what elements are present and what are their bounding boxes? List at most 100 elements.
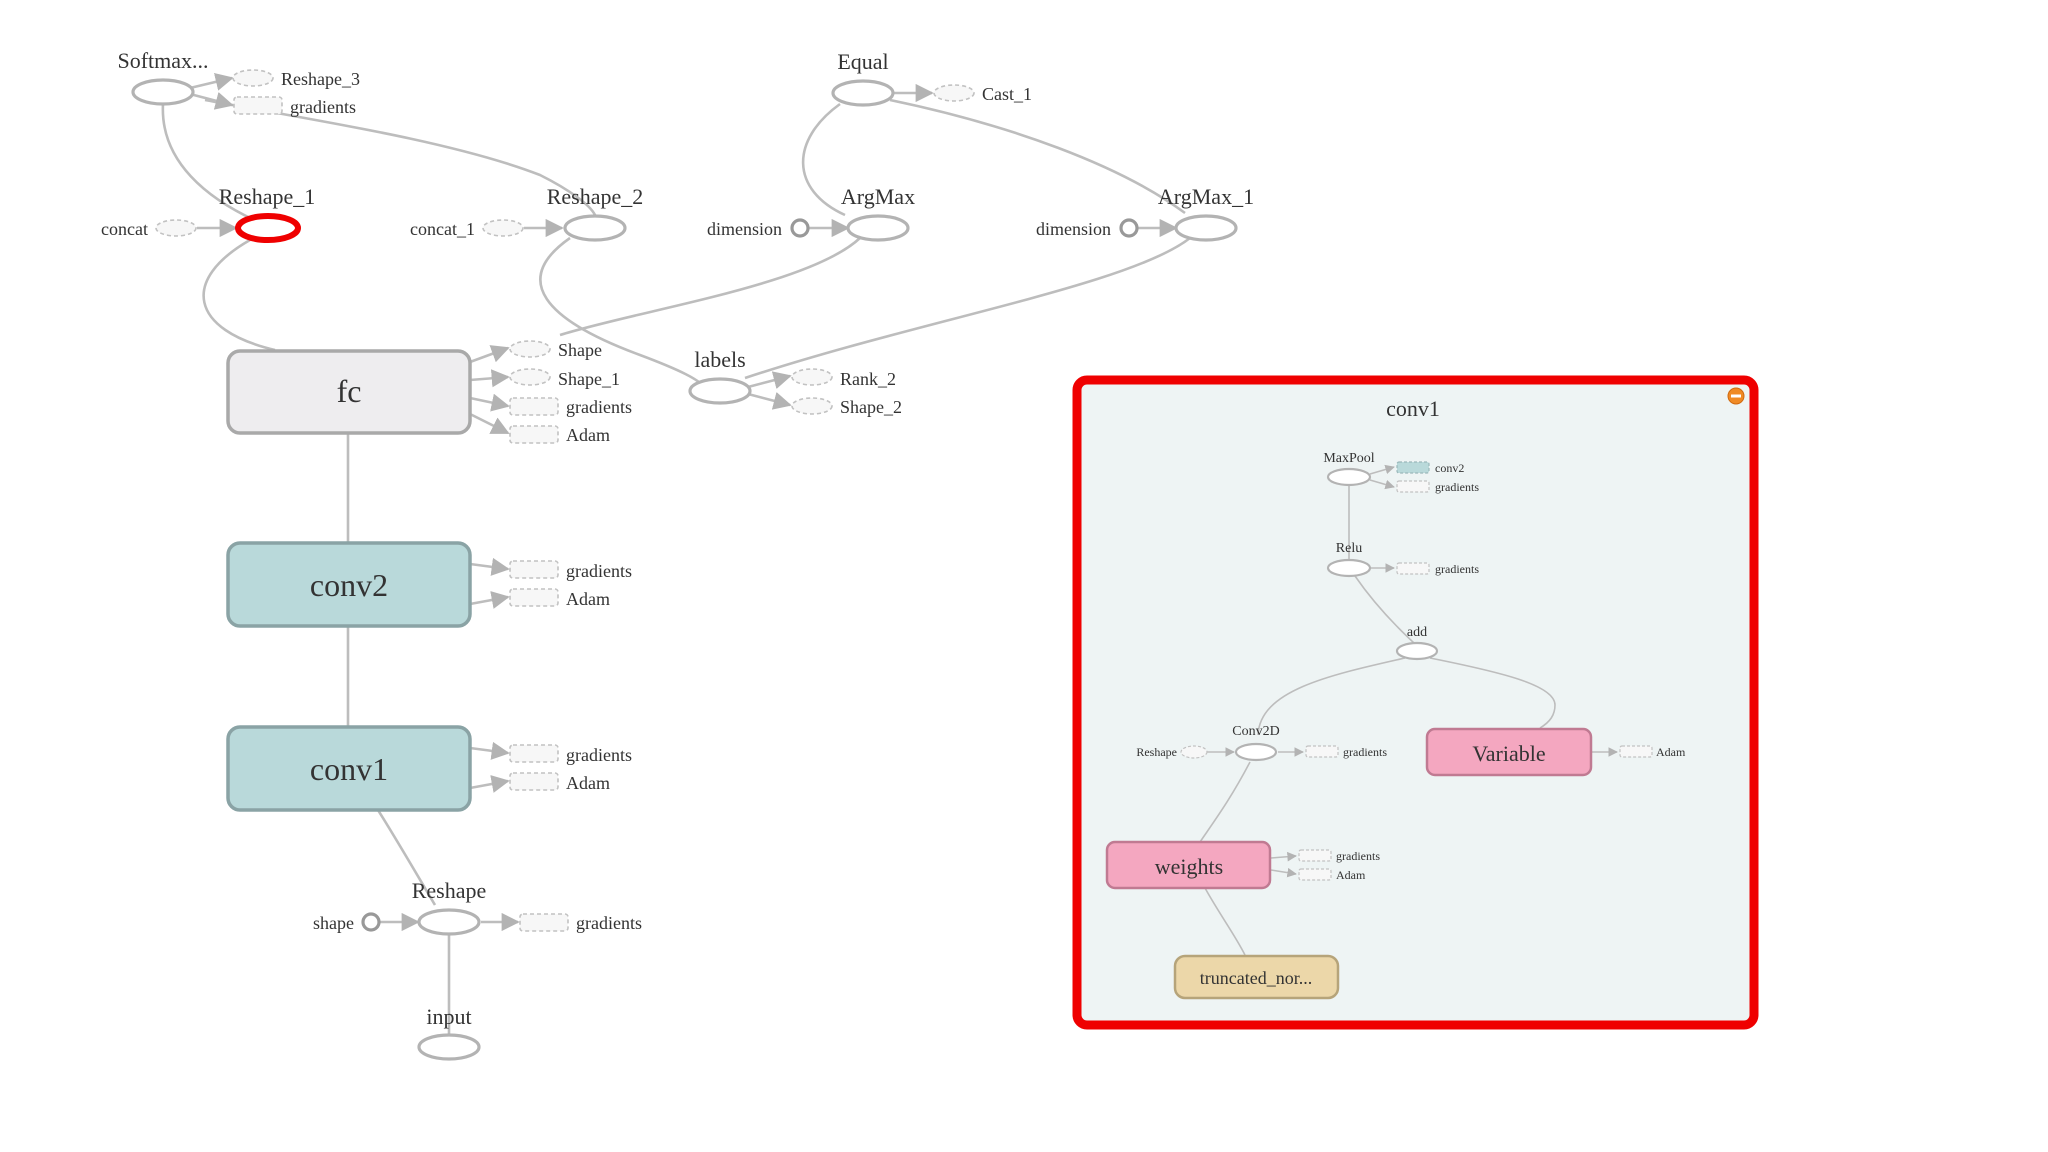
edge-weights-truncated: [1204, 887, 1246, 956]
node-equal-label: Equal: [837, 49, 888, 74]
aux-fc-gradients[interactable]: gradients: [509, 397, 632, 417]
node-equal[interactable]: Equal: [831, 49, 895, 107]
aux-gradients-top[interactable]: gradients: [233, 96, 356, 117]
node-argmax[interactable]: ArgMax: [841, 184, 915, 242]
panel-aux-relu-gradients-label: gradients: [1435, 562, 1479, 576]
aux-cast1-label: Cast_1: [982, 84, 1032, 104]
aux-conv1-adam[interactable]: Adam: [509, 772, 610, 793]
edge-fc-shape: [469, 345, 510, 364]
aux-reshape-gradients[interactable]: gradients: [519, 913, 642, 933]
node-labels-label: labels: [694, 347, 745, 372]
edge-conv1-adam: [469, 775, 510, 793]
edge-maxpool-gradients: [1369, 479, 1395, 490]
aux-fc-shape-label: Shape: [558, 340, 602, 360]
panel-node-add[interactable]: add: [1395, 625, 1439, 661]
aux-reshape3-label: Reshape_3: [281, 69, 360, 89]
node-reshape-label: Reshape: [412, 878, 487, 903]
group-conv2[interactable]: conv2: [226, 541, 472, 628]
panel-aux-variable-adam[interactable]: Adam: [1619, 745, 1686, 759]
aux-fc-shape1-label: Shape_1: [558, 369, 620, 389]
group-conv1-label: conv1: [310, 751, 388, 787]
aux-concat1[interactable]: concat_1: [410, 219, 524, 239]
panel-aux-weights-adam[interactable]: Adam: [1298, 868, 1366, 882]
edge-equal-argmax1: [889, 98, 1186, 215]
expanded-conv1-panel[interactable]: conv1 MaxPool c: [1072, 375, 1759, 1030]
panel-aux-weights-gradients-label: gradients: [1336, 849, 1380, 863]
group-conv1[interactable]: conv1: [226, 725, 472, 812]
edge-conv1-reshape: [376, 809, 437, 906]
edge-weights-gradients: [1270, 851, 1297, 862]
group-fc[interactable]: fc: [226, 349, 472, 435]
const-dimension-a-label: dimension: [707, 219, 782, 239]
edge-reshape1-fc: [202, 238, 276, 352]
aux-cast1[interactable]: Cast_1: [933, 84, 1032, 104]
aux-rank2[interactable]: Rank_2: [791, 368, 896, 389]
aux-conv1-gradients[interactable]: gradients: [509, 744, 632, 765]
edge-conv2-adam: [469, 591, 510, 609]
aux-reshape3[interactable]: Reshape_3: [232, 69, 360, 89]
aux-rank2-label: Rank_2: [840, 369, 896, 389]
node-argmax1[interactable]: ArgMax_1: [1158, 184, 1254, 242]
minus-circle-icon[interactable]: [1727, 387, 1745, 405]
panel-aux-weights-adam-label: Adam: [1336, 868, 1366, 882]
edge-add-conv2d: [1257, 657, 1406, 736]
const-dimension-a[interactable]: dimension: [707, 218, 810, 239]
const-shape[interactable]: shape: [313, 912, 381, 933]
aux-conv2-adam-label: Adam: [566, 589, 610, 609]
aux-concat1-label: concat_1: [410, 219, 475, 239]
aux-reshape-gradients-label: gradients: [576, 913, 642, 933]
panel-aux-variable-adam-label: Adam: [1656, 745, 1686, 759]
node-argmax1-label: ArgMax_1: [1158, 184, 1254, 209]
aux-fc-shape1[interactable]: Shape_1: [509, 368, 620, 389]
panel-aux-reshape[interactable]: Reshape: [1136, 745, 1208, 759]
panel-aux-relu-gradients[interactable]: gradients: [1396, 562, 1479, 576]
node-reshape1[interactable]: Reshape_1: [219, 184, 316, 243]
panel-group-weights[interactable]: weights: [1105, 840, 1272, 890]
panel-aux-conv2-label: conv2: [1435, 461, 1464, 475]
panel-node-relu[interactable]: Relu: [1326, 541, 1372, 578]
panel-aux-maxpool-gradients[interactable]: gradients: [1396, 480, 1479, 494]
panel-aux-reshape-label: Reshape: [1136, 745, 1177, 759]
panel-node-maxpool[interactable]: MaxPool: [1323, 451, 1375, 487]
edge-argmax-fc: [559, 237, 861, 337]
panel-aux-conv2[interactable]: conv2: [1396, 461, 1464, 475]
panel-group-weights-label: weights: [1155, 854, 1223, 879]
edge-softmax-reshape3: [189, 72, 234, 91]
panel-aux-conv2d-gradients[interactable]: gradients: [1305, 745, 1387, 759]
edge-relu-add: [1354, 575, 1415, 644]
edge-fc-gradients: [469, 393, 510, 412]
edge-weights-adam: [1270, 867, 1297, 878]
aux-shape2[interactable]: Shape_2: [791, 397, 902, 417]
aux-fc-gradients-label: gradients: [566, 397, 632, 417]
aux-fc-adam[interactable]: Adam: [509, 425, 610, 445]
aux-conv2-gradients[interactable]: gradients: [509, 560, 632, 581]
edge-fc-adam: [469, 412, 510, 435]
edge-argmax1-labels: [744, 236, 1191, 380]
panel-group-variable-label: Variable: [1472, 741, 1545, 766]
panel-group-variable[interactable]: Variable: [1425, 727, 1593, 777]
aux-shape2-label: Shape_2: [840, 397, 902, 417]
aux-concat[interactable]: concat: [101, 219, 197, 239]
aux-conv2-adam[interactable]: Adam: [509, 588, 610, 609]
panel-node-conv2d[interactable]: Conv2D: [1232, 724, 1280, 762]
panel-group-truncated[interactable]: truncated_nor...: [1173, 954, 1340, 1000]
edge-softmax-gradients: [189, 92, 234, 110]
node-input[interactable]: input: [417, 1004, 481, 1061]
panel-node-conv2d-label: Conv2D: [1232, 724, 1279, 739]
node-reshape[interactable]: Reshape: [412, 878, 487, 936]
group-fc-label: fc: [337, 373, 362, 409]
panel-group-truncated-label: truncated_nor...: [1200, 968, 1312, 988]
panel-aux-weights-gradients[interactable]: gradients: [1298, 849, 1380, 863]
aux-fc-shape[interactable]: Shape: [509, 340, 602, 360]
aux-conv1-adam-label: Adam: [566, 773, 610, 793]
node-argmax-label: ArgMax: [841, 184, 915, 209]
aux-gradients-top-label: gradients: [290, 97, 356, 117]
edge-conv2d-weights: [1199, 761, 1251, 843]
node-softmax[interactable]: Softmax...: [117, 48, 209, 106]
panel-node-maxpool-label: MaxPool: [1323, 451, 1374, 466]
node-labels[interactable]: labels: [688, 347, 752, 405]
node-reshape2[interactable]: Reshape_2: [547, 184, 644, 242]
const-dimension-b[interactable]: dimension: [1036, 218, 1139, 239]
edge-fc-shape1: [469, 369, 510, 388]
